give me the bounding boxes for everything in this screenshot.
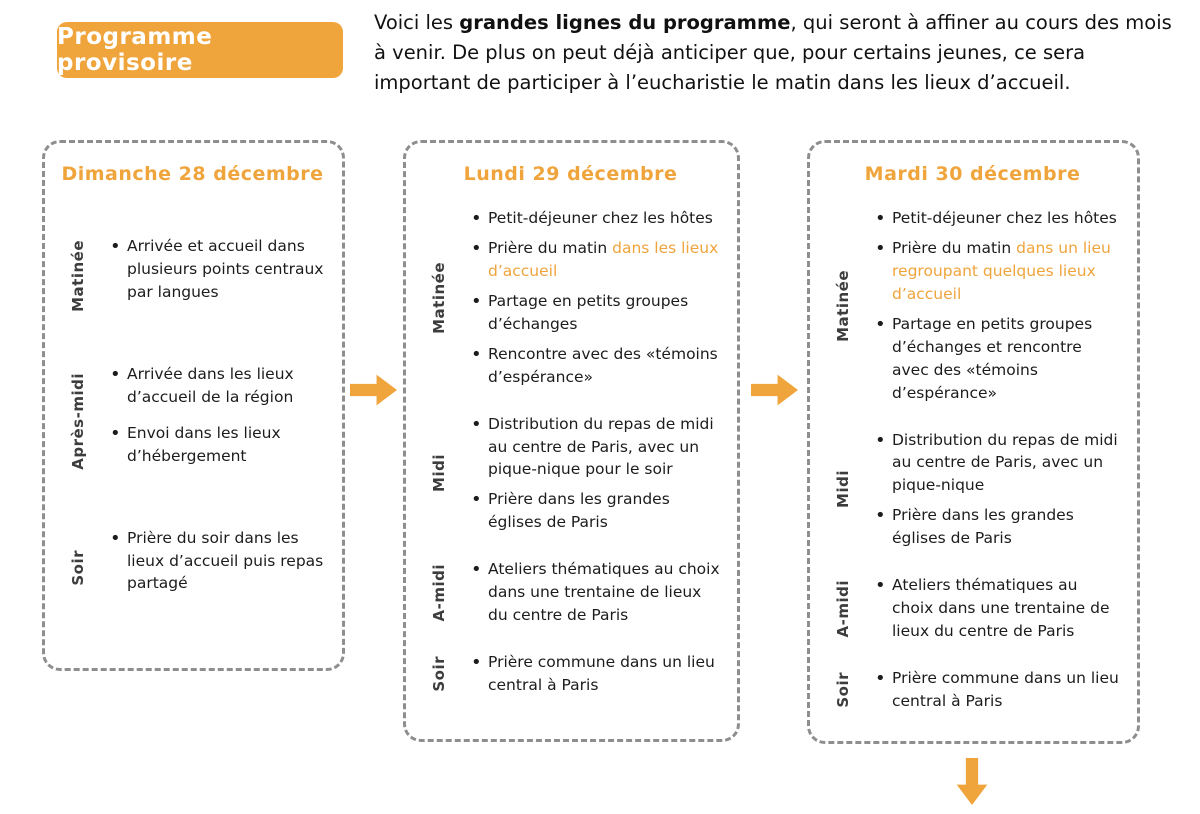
program-item-text: Petit-déjeuner chez les hôtes <box>488 209 713 227</box>
program-item-text: Prière du soir dans les lieux d’accueil … <box>127 528 324 593</box>
time-label-column: Soir <box>820 667 866 713</box>
time-label: Midi <box>834 470 852 509</box>
program-item-text: Distribution du repas de midi au centre … <box>892 430 1118 495</box>
program-item-text: Prière commune dans un lieu central à Pa… <box>488 653 715 694</box>
program-item: Distribution du repas de midi au centre … <box>471 412 723 482</box>
time-label: A-midi <box>834 579 852 638</box>
section-a-midi: A-midi Ateliers thématiques au choix dans… <box>416 557 725 627</box>
time-label-column: Midi <box>820 429 866 551</box>
program-item: Arrivée dans les lieux d’accueil de la r… <box>110 362 328 409</box>
time-label-column: Soir <box>416 651 462 697</box>
section-soir: Soir Prière commune dans un lieu central … <box>820 666 1125 713</box>
program-item: Prière dans les grandes églises de Paris <box>471 487 723 534</box>
program-item: Prière commune dans un lieu central à Pa… <box>471 650 723 697</box>
time-label: Matinée <box>834 269 852 342</box>
intro-text-post: , qui seront à affiner au cours des mois… <box>374 11 1172 95</box>
bullet-list: Prière du soir dans les lieux d’accueil … <box>101 526 330 609</box>
time-label-column: Midi <box>416 413 462 535</box>
time-label-column: Matinée <box>55 235 101 317</box>
section-matinee: Matinée Petit-déjeuner chez les hôtesPriè… <box>416 206 725 389</box>
program-item: Distribution du repas de midi au centre … <box>875 428 1123 498</box>
program-item: Arrivée et accueil dans plusieurs points… <box>110 234 328 304</box>
time-label-column: Matinée <box>416 207 462 389</box>
bullet-list: Distribution du repas de midi au centre … <box>462 412 725 535</box>
program-item-text: Partage en petits groupes d’échanges <box>488 291 689 333</box>
bullet-list: Prière commune dans un lieu central à Pa… <box>866 666 1125 713</box>
time-label-column: A-midi <box>416 558 462 627</box>
bullet-list: Petit-déjeuner chez les hôtesPrière du m… <box>462 206 725 389</box>
program-item: Prière commune dans un lieu central à Pa… <box>875 666 1123 713</box>
intro-text-pre: Voici les <box>374 11 460 34</box>
program-item: Partage en petits groupes d’échanges <box>471 289 723 336</box>
program-item: Prière dans les grandes églises de Paris <box>875 503 1123 550</box>
section-soir: Soir Prière commune dans un lieu central … <box>416 650 725 697</box>
time-label-column: Matinée <box>820 207 866 405</box>
program-item: Prière du soir dans les lieux d’accueil … <box>110 526 328 596</box>
program-item-text: Arrivée dans les lieux d’accueil de la r… <box>127 364 294 406</box>
time-label: Matinée <box>430 261 448 334</box>
bullet-list: Arrivée dans les lieux d’accueil de la r… <box>101 362 330 481</box>
section-matinee: Matinée Petit-déjeuner chez les hôtesPriè… <box>820 206 1125 405</box>
program-item-text: Distribution du repas de midi au centre … <box>488 414 714 479</box>
section-a-midi: A-midi Ateliers thématiques au choix dans… <box>820 573 1125 643</box>
program-item-text: Prière dans les grandes églises de Paris <box>892 506 1074 548</box>
arrow-down-icon <box>956 758 988 805</box>
program-item-text: Prière du matin <box>892 238 1017 257</box>
bullet-list: Petit-déjeuner chez les hôtesPrière du m… <box>866 206 1125 405</box>
time-label-column: A-midi <box>820 574 866 643</box>
program-item: Partage en petits groupes d’échanges et … <box>875 312 1123 405</box>
time-label-column: Soir <box>55 527 101 609</box>
program-item-accent-text: dans les lieux d’accueil <box>488 238 719 280</box>
day-title: Dimanche 28 décembre <box>61 163 324 185</box>
bullet-list: Distribution du repas de midi au centre … <box>866 428 1125 551</box>
section-apres-midi: Après-midi Arrivée dans les lieux d’accue… <box>55 362 330 481</box>
day-title: Mardi 30 décembre <box>864 163 1081 185</box>
program-item: Ateliers thématiques au choix dans une t… <box>471 557 723 627</box>
program-item: Ateliers thématiques au choix dans une t… <box>875 573 1123 643</box>
program-item-accent-text: dans un lieu regroupant quelques lieux d… <box>892 238 1111 303</box>
program-item: Petit-déjeuner chez les hôtes <box>875 206 1123 233</box>
program-item: Prière du matin dans un lieu regroupant … <box>875 236 1123 306</box>
section-midi: Midi Distribution du repas de midi au cen… <box>416 412 725 535</box>
time-label: Midi <box>430 454 448 493</box>
intro-paragraph: Voici les grandes lignes du programme, q… <box>374 8 1186 99</box>
program-item-text: Prière du matin <box>488 238 613 257</box>
program-item: Petit-déjeuner chez les hôtes <box>471 206 723 233</box>
section-soir: Soir Prière du soir dans les lieux d’accu… <box>55 526 330 609</box>
program-badge: Programme provisoire <box>57 22 343 78</box>
program-item-text: Prière dans les grandes églises de Paris <box>488 490 670 532</box>
program-item-text: Ateliers thématiques au choix dans une t… <box>892 576 1110 641</box>
bullet-list: Arrivée et accueil dans plusieurs points… <box>101 234 330 317</box>
arrow-right-icon <box>751 374 798 406</box>
time-label: Soir <box>834 672 852 708</box>
time-label: Après-midi <box>69 373 87 471</box>
intro-text-bold: grandes lignes du programme <box>459 11 791 34</box>
time-label: Soir <box>69 549 87 586</box>
time-label: A-midi <box>430 563 448 622</box>
bullet-list: Ateliers thématiques au choix dans une t… <box>866 573 1125 643</box>
program-item-text: Petit-déjeuner chez les hôtes <box>892 209 1117 227</box>
program-item-text: Ateliers thématiques au choix dans une t… <box>488 560 720 625</box>
arrow-right-icon <box>350 374 397 406</box>
bullet-list: Ateliers thématiques au choix dans une t… <box>462 557 725 627</box>
section-matinee: Matinée Arrivée et accueil dans plusieurs… <box>55 234 330 317</box>
bullet-list: Prière commune dans un lieu central à Pa… <box>462 650 725 697</box>
program-item: Envoi dans les lieux d’hébergement <box>110 421 328 468</box>
time-label: Soir <box>430 656 448 692</box>
program-item-text: Prière commune dans un lieu central à Pa… <box>892 669 1119 710</box>
program-item-text: Rencontre avec des «témoins d’espérance» <box>488 344 718 386</box>
section-midi: Midi Distribution du repas de midi au cen… <box>820 428 1125 551</box>
time-label: Matinée <box>69 239 87 312</box>
time-label-column: Après-midi <box>55 363 101 481</box>
program-item-text: Partage en petits groupes d’échanges et … <box>892 314 1093 402</box>
program-item: Rencontre avec des «témoins d’espérance» <box>471 342 723 389</box>
day-title: Lundi 29 décembre <box>463 163 678 185</box>
program-item-text: Envoi dans les lieux d’hébergement <box>127 423 281 465</box>
program-item-text: Arrivée et accueil dans plusieurs points… <box>127 237 324 301</box>
program-item: Prière du matin dans les lieux d’accueil <box>471 236 723 283</box>
